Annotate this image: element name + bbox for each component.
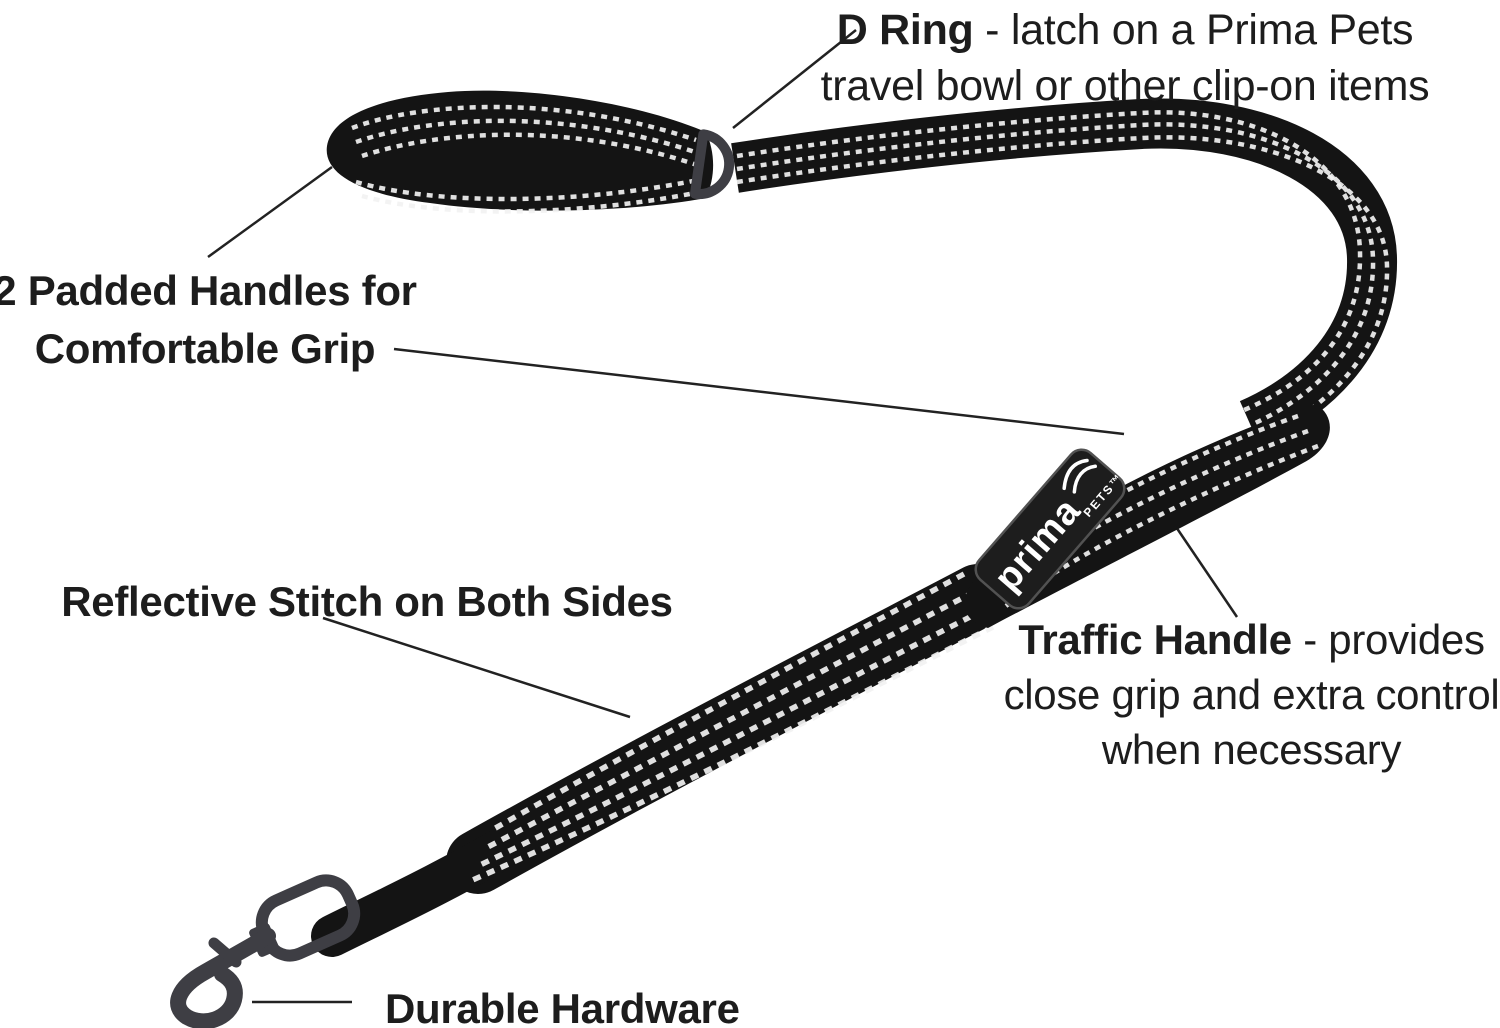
stitch-rows-lower <box>466 571 995 885</box>
label-reflective-stitch: Reflective Stitch on Both Sides <box>42 574 692 630</box>
stitch-rows-upper <box>736 110 1390 443</box>
callout-line-padded <box>207 165 333 259</box>
label-d-ring-line2: travel bowl or other clip-on items <box>820 62 1430 110</box>
callout-line-reflective <box>322 616 631 719</box>
label-padded-line1: 2 Padded Handles for <box>0 267 417 314</box>
label-reflective-line1: Reflective Stitch on Both Sides <box>61 578 673 625</box>
brand-patch-bg <box>974 448 1126 610</box>
label-durable-hardware: Durable Hardware <box>385 981 785 1028</box>
traffic-handle: prima PETS™ <box>964 404 1330 628</box>
label-traffic-handle: Traffic Handle - provides close grip and… <box>1003 612 1500 777</box>
label-traffic-line3: when necessary <box>1101 726 1402 773</box>
lower-strap <box>446 564 1010 894</box>
label-traffic-line2: close grip and extra control <box>1003 671 1500 718</box>
label-durable-line1: Durable Hardware <box>385 985 740 1028</box>
callout-line-d-ring <box>732 29 857 129</box>
label-d-ring: D Ring - latch on a Prima Pets travel bo… <box>795 2 1455 114</box>
snap-hook <box>170 874 361 1028</box>
label-padded-line2: Comfortable Grip <box>34 325 376 372</box>
label-traffic-line1: Traffic Handle - provides <box>1018 616 1485 663</box>
callout-line-grip <box>393 347 1125 436</box>
handle-loop <box>326 90 714 214</box>
upper-strap <box>731 98 1398 447</box>
brand-swoosh-icon <box>1062 458 1097 494</box>
clip-gate-lever <box>208 937 242 968</box>
clip-hook <box>170 928 276 1028</box>
callout-lines <box>207 29 1239 1004</box>
d-ring <box>689 129 735 200</box>
main-strap-upper <box>731 98 1398 447</box>
callout-line-traffic <box>1168 517 1239 618</box>
label-d-ring-line1: D Ring - latch on a Prima Pets <box>836 6 1414 54</box>
label-padded-handles: 2 Padded Handles for Comfortable Grip <box>0 262 425 378</box>
stitch-rows-handle <box>351 104 701 214</box>
